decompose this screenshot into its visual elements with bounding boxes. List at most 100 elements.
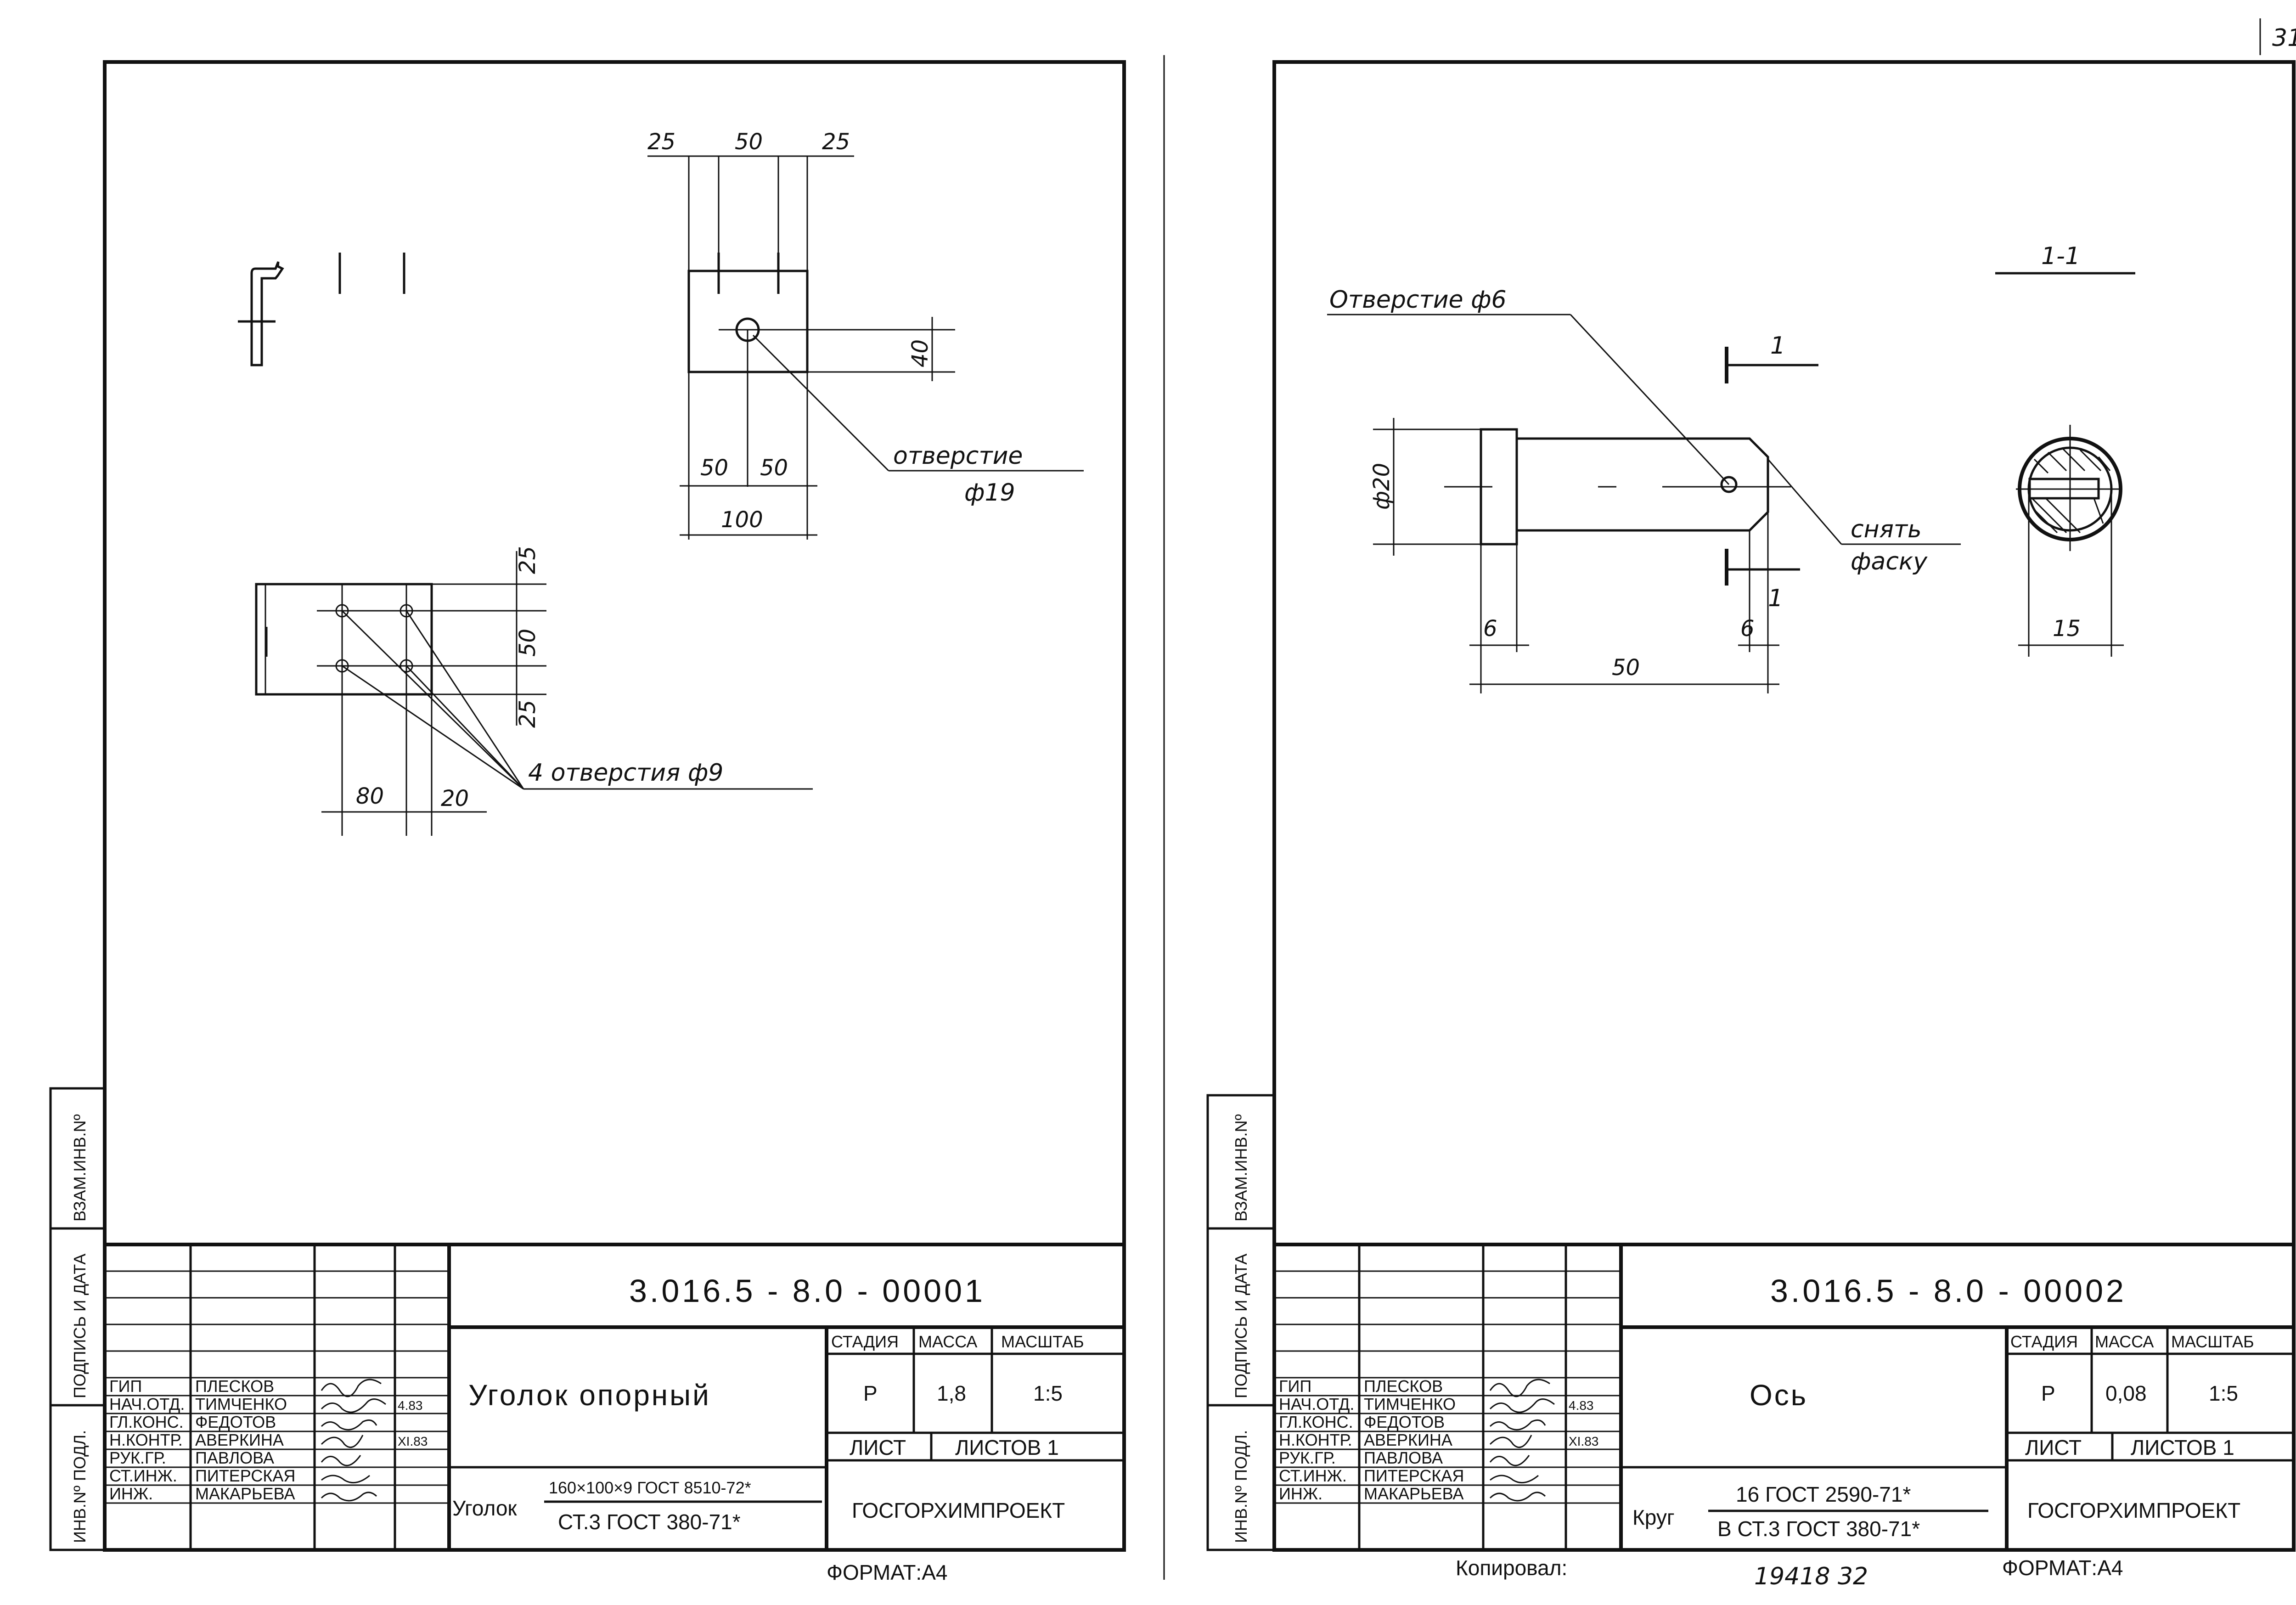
sheet-1-title: Уголок опорный — [468, 1379, 711, 1412]
dim-50: 50 — [1612, 655, 1640, 681]
dim-100: 100 — [721, 507, 763, 533]
staff-role: Н.КОНТР. — [1279, 1430, 1352, 1449]
sheet-1-frame — [103, 60, 1126, 1552]
note-hole-6: Отверстие ф6 — [1329, 286, 1507, 314]
sheet-1-organization: ГОСГОРХИМПРОЕКТ — [852, 1498, 1065, 1522]
section-label: 1-1 — [2041, 242, 2080, 270]
stage-value: Р — [863, 1381, 878, 1405]
staff-name: ПЛЕСКОВ — [1364, 1377, 1443, 1396]
staff-date: 4.83 — [398, 1398, 423, 1413]
side-label-podpis-data: ПОДПИСЬ И ДАТА — [70, 1254, 89, 1398]
sheet-1-format: ФОРМАТ:А4 — [827, 1560, 947, 1584]
staff-role: РУК.ГР. — [109, 1448, 166, 1467]
staff-name: ТИМЧЕНКО — [1364, 1395, 1456, 1414]
mass-value: 1,8 — [937, 1381, 966, 1405]
sheet-2-organization: ГОСГОРХИМПРОЕКТ — [2027, 1498, 2240, 1522]
material-bottom: СТ.3 ГОСТ 380-71* — [558, 1510, 741, 1534]
staff-name: ФЕДОТОВ — [1364, 1413, 1445, 1431]
sheet-2-title: Ось — [1750, 1379, 1808, 1412]
staff-role: Н.КОНТР. — [109, 1430, 183, 1449]
dim-80: 80 — [356, 783, 384, 809]
staff-role: ИНЖ. — [1279, 1484, 1322, 1503]
side-label-podpis-data: ПОДПИСЬ И ДАТА — [1232, 1254, 1250, 1398]
stage-value: Р — [2041, 1381, 2055, 1405]
note-hole-19-line1: отверстие — [893, 442, 1023, 470]
staff-name: АВЕРКИНА — [1364, 1430, 1452, 1449]
staff-name: ПАВЛОВА — [195, 1448, 274, 1467]
material-top: 160×100×9 ГОСТ 8510-72* — [549, 1478, 751, 1497]
staff-role: ГИП — [109, 1377, 142, 1396]
scale-value: 1:5 — [1033, 1381, 1063, 1405]
copy-number: 19418 32 — [1754, 1563, 1868, 1590]
side-label-inv-podl: ИНВ.Nº ПОДЛ. — [1232, 1430, 1250, 1543]
scale-header: МАСШТАБ — [1001, 1332, 1084, 1351]
dim-20: 20 — [441, 786, 469, 811]
dim-6-right: 6 — [1740, 616, 1755, 642]
stage-header: СТАДИЯ — [831, 1332, 899, 1351]
page-number: 31 — [2272, 24, 2296, 52]
copied-label: Копировал: — [1456, 1556, 1567, 1580]
material-top: 16 ГОСТ 2590-71* — [1736, 1482, 1911, 1506]
section-mark-top: 1 — [1770, 332, 1785, 360]
sheet-1-side-strip — [49, 1087, 106, 1551]
note-chamfer-line2: фаску — [1851, 548, 1928, 575]
sheets-count-label: ЛИСТОВ 1 — [2131, 1436, 2234, 1459]
note-chamfer-line1: снять — [1851, 516, 1922, 543]
staff-role: ГЛ.КОНС. — [1279, 1413, 1353, 1431]
section-1-1: 1-1 15 — [1995, 242, 2135, 657]
section-mark-bottom: 1 — [1768, 585, 1783, 612]
staff-role: ГИП — [1279, 1377, 1311, 1396]
stage-header: СТАДИЯ — [2010, 1332, 2078, 1351]
note-hole-19-line2: ф19 — [964, 479, 1015, 507]
staff-role: НАЧ.ОТД. — [109, 1395, 185, 1414]
axle-side-view: ф20 6 6 50 Отверстие ф6 снять фаску 1 — [1327, 286, 1961, 693]
staff-name: ФЕДОТОВ — [195, 1413, 276, 1431]
dim-dia-20: ф20 — [1369, 463, 1395, 510]
dim-25-right: 25 — [822, 129, 850, 155]
sheet-2-signatures — [1489, 1379, 1555, 1502]
sheets-count-label: ЛИСТОВ 1 — [955, 1436, 1059, 1459]
staff-role: РУК.ГР. — [1279, 1448, 1336, 1467]
staff-date: XI.83 — [1569, 1434, 1598, 1448]
staff-role: ИНЖ. — [109, 1484, 153, 1503]
staff-date: 4.83 — [1569, 1398, 1594, 1413]
dim-v25-bottom: 25 — [515, 700, 540, 728]
staff-name: ТИМЧЕНКО — [195, 1395, 287, 1414]
staff-name: ПЛЕСКОВ — [195, 1377, 274, 1396]
side-label-inv-podl: ИНВ.Nº ПОДЛ. — [70, 1430, 89, 1543]
side-label-vzam-inv: ВЗАМ.ИНВ.Nº — [70, 1114, 89, 1222]
material-bottom: В СТ.3 ГОСТ 380-71* — [1717, 1517, 1920, 1541]
sheet-label: ЛИСТ — [850, 1436, 906, 1459]
mass-header: МАССА — [918, 1332, 977, 1351]
dim-50-b2: 50 — [760, 455, 788, 481]
sheet-label: ЛИСТ — [2025, 1436, 2082, 1459]
scale-header: МАСШТАБ — [2171, 1332, 2254, 1351]
mass-value: 0,08 — [2105, 1381, 2147, 1405]
angle-profile-view — [238, 253, 405, 366]
staff-date: XI.83 — [398, 1434, 428, 1448]
dim-6-left: 6 — [1483, 616, 1497, 642]
staff-name: ПИТЕРСКАЯ — [195, 1466, 295, 1485]
staff-name: ПАВЛОВА — [1364, 1448, 1443, 1467]
plate-top-view: 25 50 25 40 50 50 100 отверстие ф19 — [647, 129, 1084, 540]
dim-v50: 50 — [515, 629, 540, 657]
material-prefix: Уголок — [452, 1496, 517, 1520]
sheet-2-side-strip — [1206, 1094, 1276, 1551]
sheet-2-staff-list: ГИП ПЛЕСКОВ НАЧ.ОТД. ТИМЧЕНКО ГЛ.КОНС. Ф… — [1279, 1377, 1598, 1503]
dim-15: 15 — [2053, 616, 2081, 642]
staff-name: МАКАРЬЕВА — [1364, 1484, 1463, 1503]
note-4-holes-9: 4 отверстия ф9 — [528, 759, 723, 787]
staff-role: НАЧ.ОТД. — [1279, 1395, 1354, 1414]
sheet-1-drawing-number: 3.016.5 - 8.0 - 00001 — [629, 1273, 985, 1309]
sheet-2-drawing-number: 3.016.5 - 8.0 - 00002 — [1770, 1273, 2127, 1309]
staff-name: ПИТЕРСКАЯ — [1364, 1466, 1464, 1485]
dim-25-left: 25 — [647, 129, 675, 155]
sheet-1-staff-list: ГИП ПЛЕСКОВ НАЧ.ОТД. ТИМЧЕНКО ГЛ.КОНС. Ф… — [109, 1377, 428, 1503]
dim-40: 40 — [907, 339, 933, 367]
scale-value: 1:5 — [2209, 1381, 2238, 1405]
plate-side-view: 25 50 25 80 20 4 отверстия ф9 — [255, 546, 813, 836]
staff-role: ГЛ.КОНС. — [109, 1413, 184, 1431]
dim-50-top: 50 — [735, 129, 763, 155]
sheet-2-format: ФОРМАТ:А4 — [2002, 1556, 2123, 1580]
